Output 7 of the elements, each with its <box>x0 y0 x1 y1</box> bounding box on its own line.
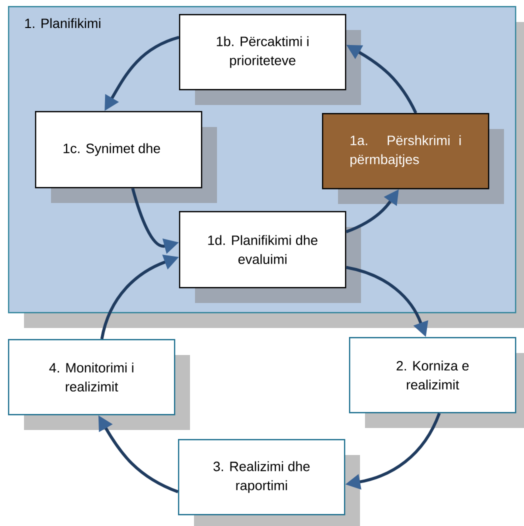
process-box: 1b. Përcaktimi i prioriteteve <box>179 14 361 105</box>
process-box: 3. Realizimi dhe raportimi <box>178 439 360 526</box>
process-box: 1a. Përshkrimi i përmbajtjes <box>322 113 504 204</box>
process-box: 2. Korniza e realizimit <box>349 337 524 428</box>
process-box: 4. Monitorimi i realizimit <box>8 339 190 430</box>
process-box: 1d. Planifikimi dhe evaluimi <box>179 211 361 303</box>
process-box: 1c. Synimet dhe <box>35 111 217 203</box>
